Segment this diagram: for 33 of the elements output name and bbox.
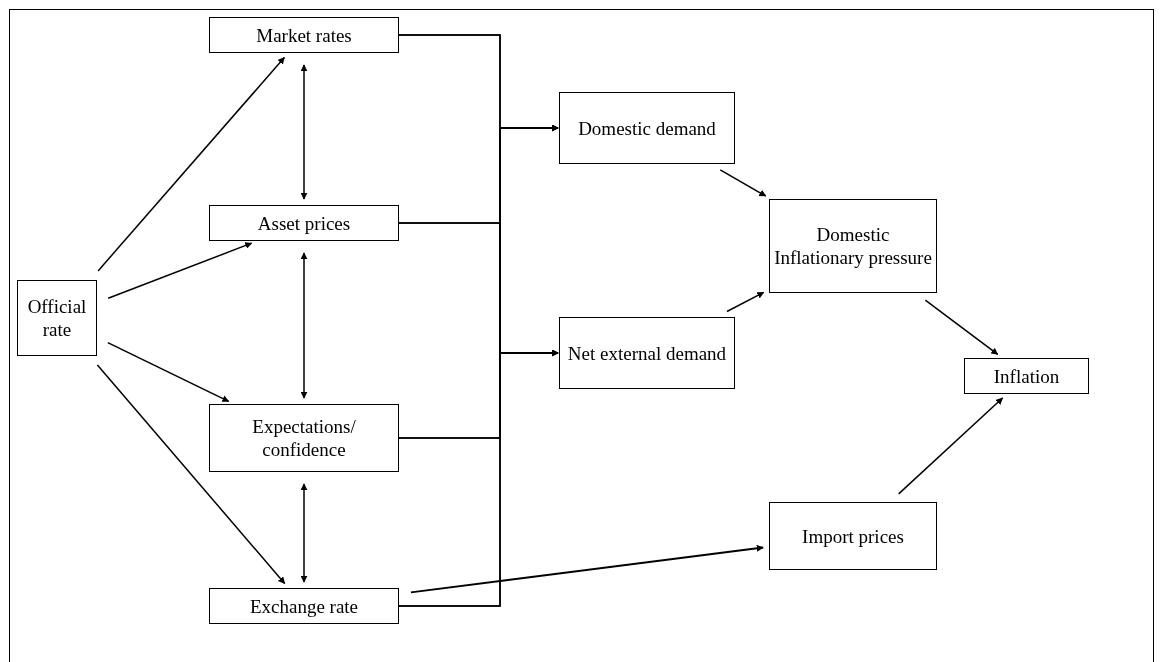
box-label: Asset prices (257, 211, 351, 235)
arrow (726, 291, 765, 313)
process-box (209, 205, 399, 241)
arrow (300, 483, 308, 583)
arrow (300, 252, 308, 399)
box-label: Official rate (26, 295, 88, 341)
process-box (964, 358, 1089, 394)
arrow (300, 64, 308, 200)
arrow (897, 397, 1004, 495)
arrow (719, 169, 767, 197)
box-label: Net external demand (567, 341, 727, 365)
process-box (209, 17, 399, 53)
arrow (107, 341, 230, 403)
process-box (17, 280, 97, 356)
box-label: Domestic Inflationary pressure (774, 223, 932, 269)
box-label: Market rates (256, 23, 352, 47)
box-label: Domestic demand (578, 116, 716, 140)
process-box (559, 317, 735, 389)
box-label: Exchange rate (249, 594, 359, 618)
arrow (409, 544, 765, 594)
box-label: Inflation (993, 364, 1060, 388)
process-box (209, 588, 399, 624)
arrow (398, 349, 559, 607)
arrow (107, 242, 253, 300)
box-label: Import prices (802, 524, 904, 548)
arrow (97, 56, 286, 272)
arrow (96, 364, 286, 585)
box-label: Expectations/ confidence (251, 415, 357, 461)
process-box (209, 404, 399, 472)
arrow (924, 299, 999, 356)
process-box (559, 92, 735, 164)
process-box (769, 502, 937, 570)
process-box (769, 199, 937, 293)
